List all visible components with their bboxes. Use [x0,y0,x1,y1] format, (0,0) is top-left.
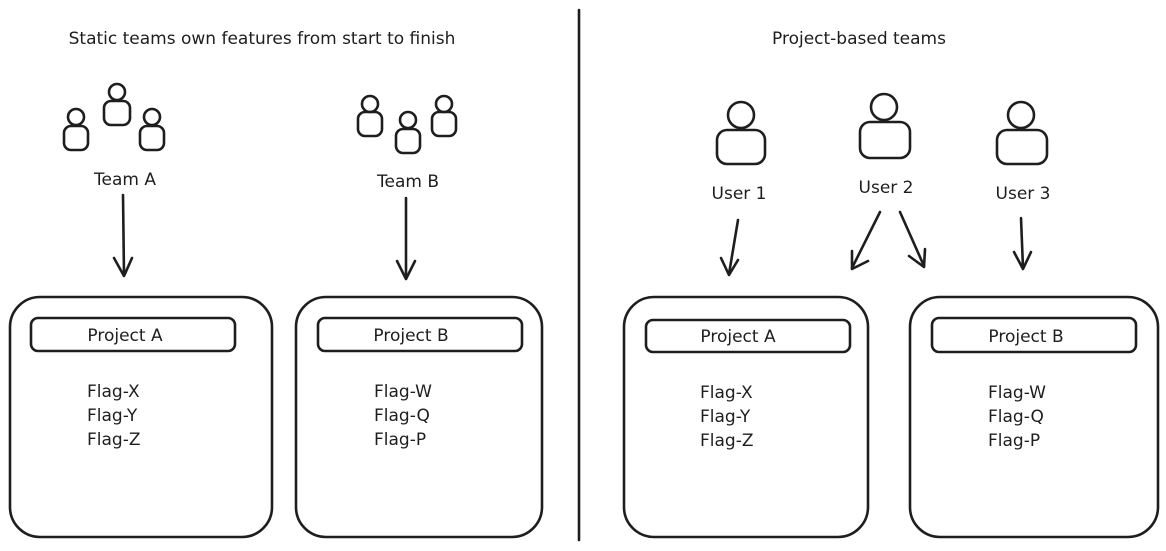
person-icon [138,107,166,152]
left-project-a-flag-2: Flag-Y [87,406,138,426]
team-a-icon [62,82,166,152]
person-icon [394,110,422,155]
right-section-title: Project-based teams [772,29,946,49]
user-2-icon [858,92,912,160]
left-project-b-flag-3: Flag-P [374,430,426,450]
right-project-a-card [622,295,870,539]
arrow-user-2-to-project-a [850,210,882,271]
arrow-team-a-to-project-a [112,193,134,278]
user-1-label: User 1 [712,184,767,204]
right-project-a-flag-3: Flag-Z [700,431,754,451]
person-icon [102,82,132,127]
left-project-a-title: Project A [87,326,163,346]
left-project-b-flag-1: Flag-W [374,382,432,402]
left-project-a-flag-1: Flag-X [87,382,140,402]
user-3-icon [995,100,1049,166]
left-project-b-card [294,295,544,539]
left-project-b-title: Project B [373,326,448,346]
left-project-a-flag-3: Flag-Z [87,430,141,450]
user-1-icon [715,100,767,166]
project-header [316,316,524,353]
arrow-user-3-to-project-b [1012,216,1033,271]
right-project-b-title: Project B [988,327,1063,347]
user-3-label: User 3 [996,184,1051,204]
project-header [644,318,852,354]
project-header [930,316,1138,354]
left-project-a-card [8,295,274,539]
project-header [29,316,237,353]
team-b-label: Team B [376,172,439,192]
right-project-a-flag-1: Flag-X [700,383,753,403]
arrow-user-2-to-project-b [898,210,927,269]
arrow-team-b-to-project-b [395,196,417,281]
right-project-b-flag-3: Flag-P [988,431,1040,451]
person-icon [356,94,384,138]
left-section-title: Static teams own features from start to … [69,29,456,49]
arrow-user-1-to-project-a [719,218,740,277]
right-project-b-flag-2: Flag-Q [988,407,1044,427]
person-icon [62,107,90,152]
team-a-label: Team A [93,170,156,190]
team-b-icon [356,94,458,155]
right-project-b-flag-1: Flag-W [988,383,1046,403]
right-project-a-flag-2: Flag-Y [700,407,751,427]
left-project-b-flag-2: Flag-Q [374,406,430,426]
right-project-a-title: Project A [700,327,776,347]
user-2-label: User 2 [859,178,914,198]
right-project-b-card [908,295,1160,539]
person-icon [430,94,458,138]
